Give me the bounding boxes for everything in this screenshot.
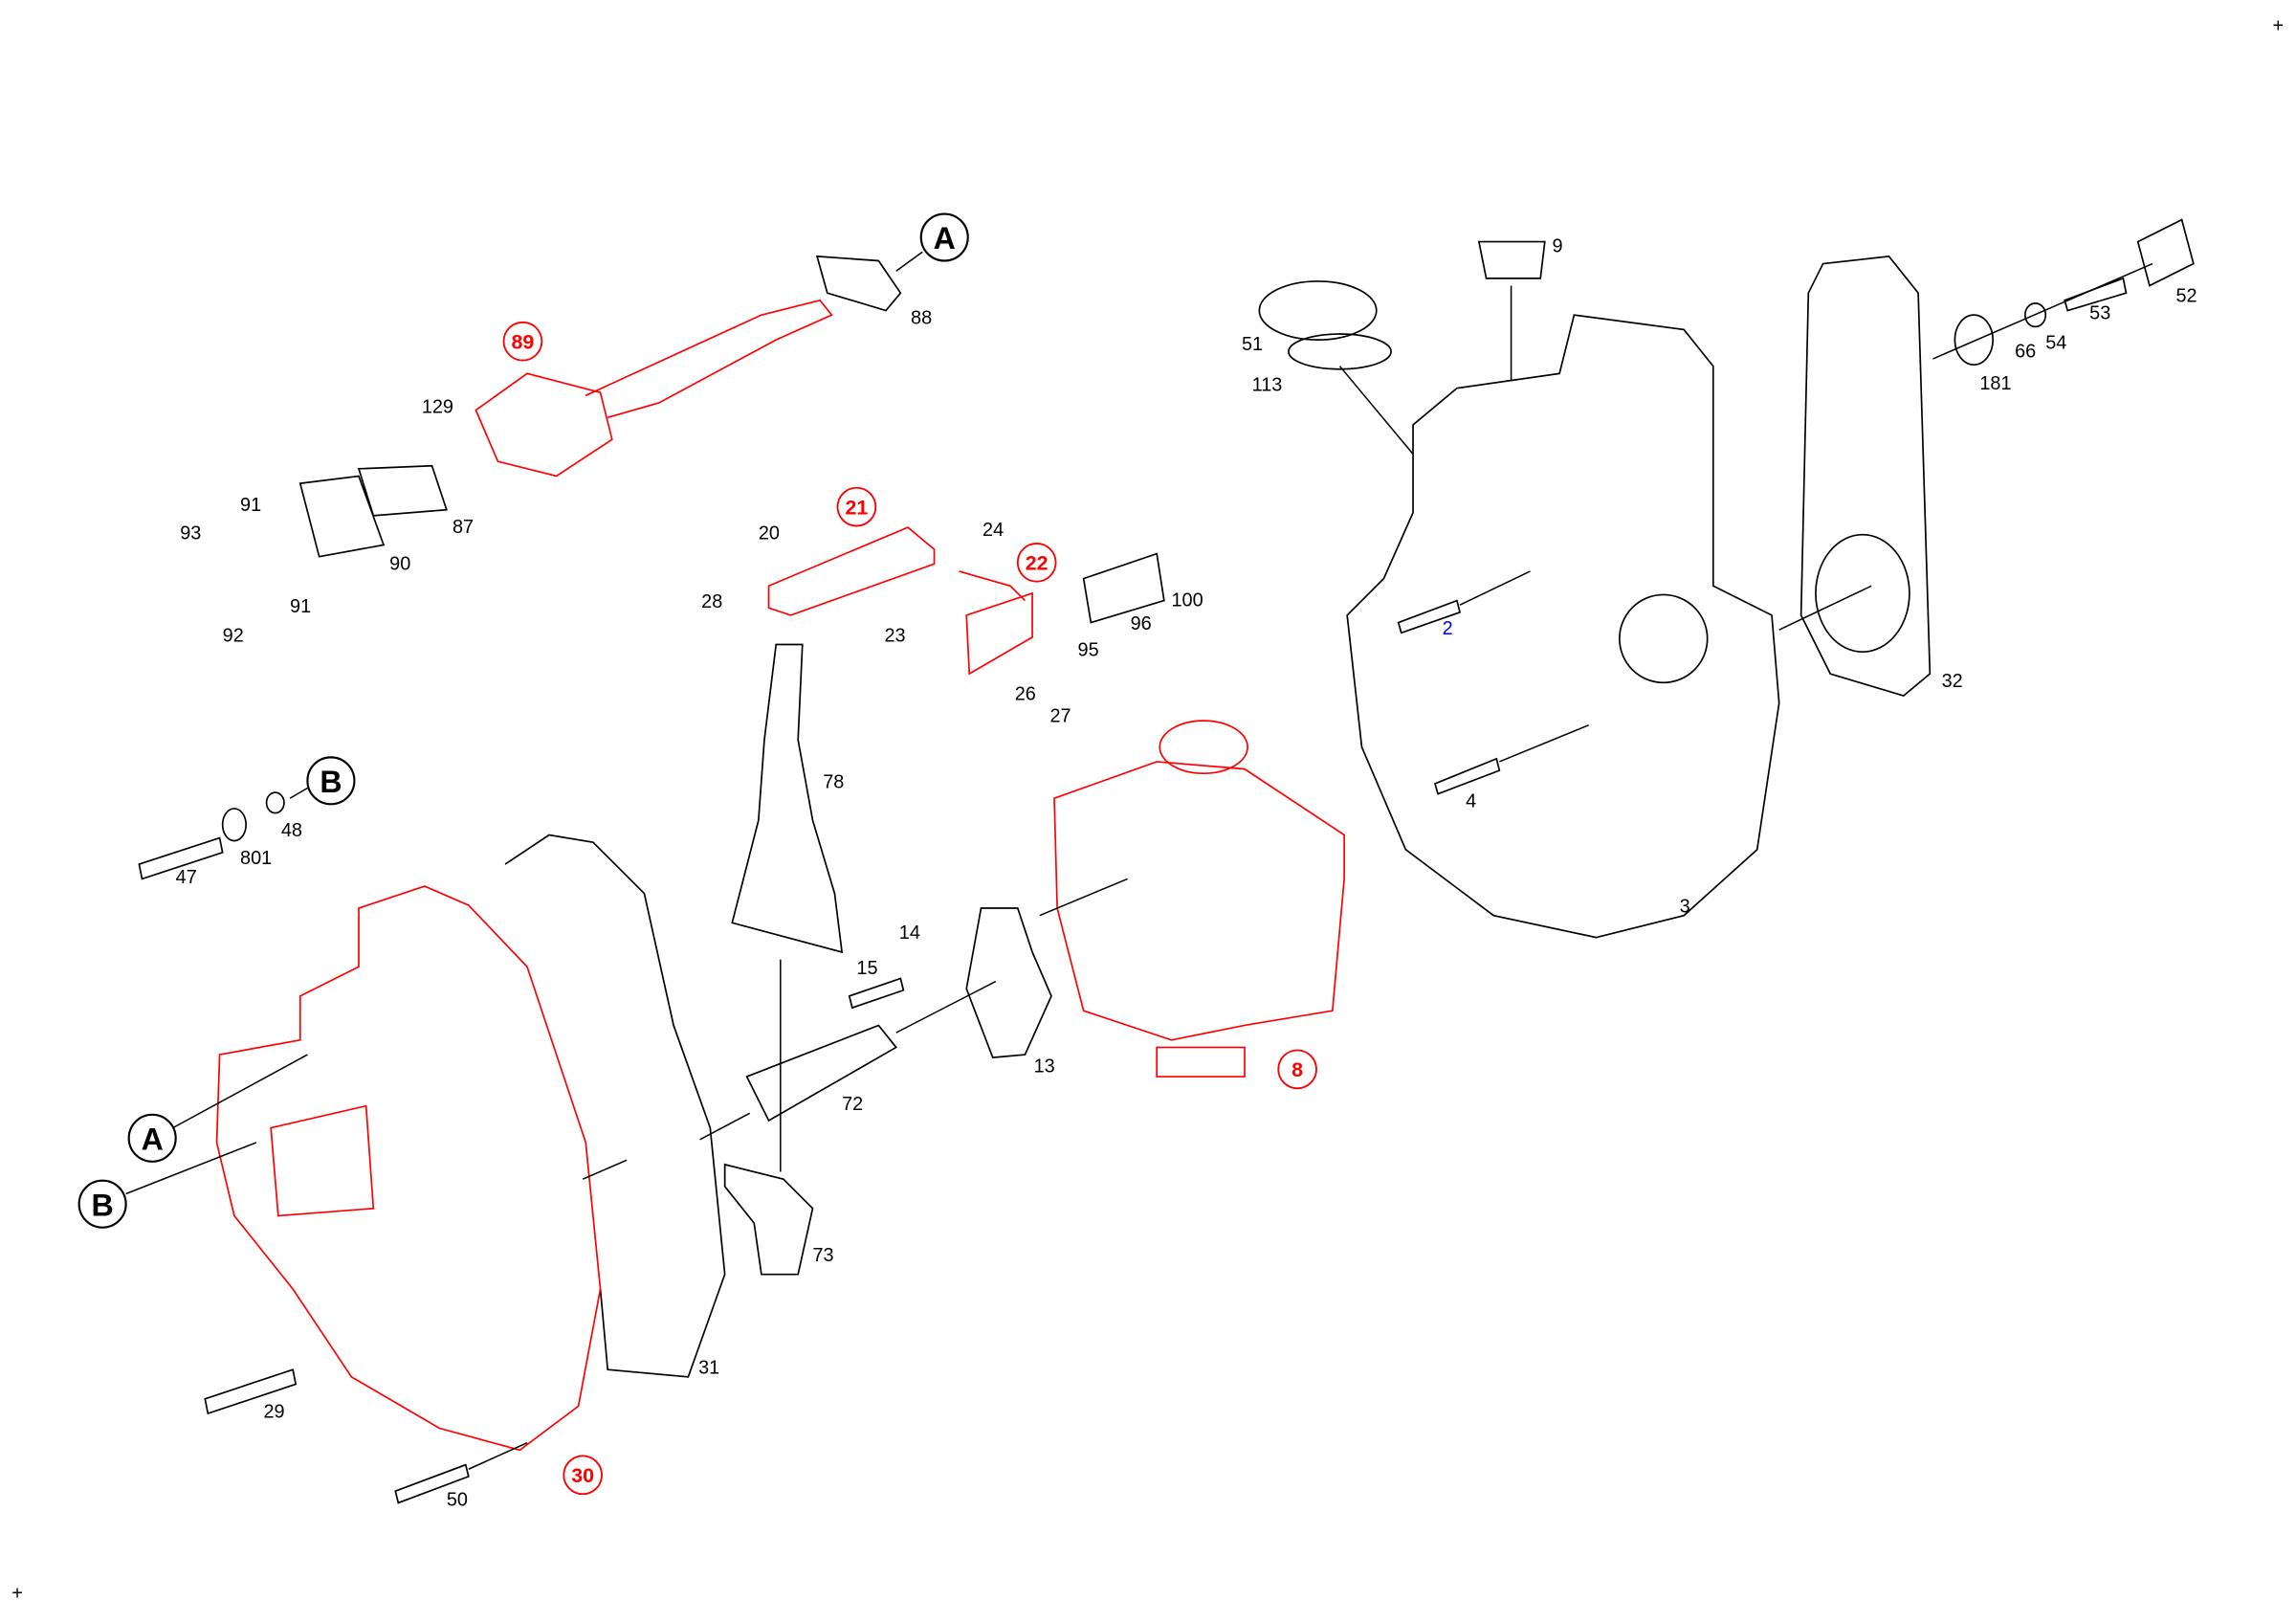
part-label-54[interactable]: 54	[2045, 332, 2066, 353]
part-90-shape[interactable]	[298, 475, 386, 558]
part-labels: 88 129 91 93 87 90 92 91 20 28 24 23 95 …	[176, 235, 2197, 1510]
part-label-31[interactable]: 31	[698, 1358, 719, 1379]
part-label-129[interactable]: 129	[422, 397, 453, 418]
part-73-shape[interactable]	[723, 1163, 814, 1276]
part-96-shape[interactable]	[1082, 552, 1165, 624]
svg-text:B: B	[92, 1188, 114, 1222]
svg-text:A: A	[934, 221, 956, 256]
part-label-88[interactable]: 88	[911, 307, 932, 328]
svg-text:22: 22	[1026, 551, 1049, 574]
part-label-14[interactable]: 14	[899, 923, 920, 944]
part-label-181[interactable]: 181	[1979, 373, 2011, 394]
part-label-73[interactable]: 73	[812, 1245, 833, 1266]
part-78-shape[interactable]	[731, 643, 844, 954]
part-label-13[interactable]: 13	[1034, 1056, 1055, 1077]
svg-text:89: 89	[512, 330, 535, 353]
part-label-91[interactable]: 91	[240, 495, 261, 516]
part-22-shape[interactable]	[959, 570, 1033, 676]
part-label-93[interactable]: 93	[180, 522, 201, 544]
part-3-shape[interactable]	[1346, 314, 1780, 939]
part-32-shape[interactable]	[1799, 256, 1932, 698]
svg-text:8: 8	[1292, 1058, 1303, 1081]
corner-mark-bottom-left: +	[11, 1583, 23, 1604]
part-label-95[interactable]: 95	[1078, 640, 1099, 661]
part-31-shape[interactable]	[504, 834, 726, 1378]
part-label-91b[interactable]: 91	[290, 596, 311, 617]
part-13-shape[interactable]	[965, 907, 1052, 1059]
ref-marker-b-top[interactable]: B	[306, 756, 356, 806]
svg-text:30: 30	[571, 1464, 594, 1487]
ref-marker-a-top[interactable]: A	[919, 212, 969, 262]
part-label-30[interactable]: 30	[563, 1455, 603, 1496]
corner-mark-top-right: +	[2273, 16, 2285, 37]
part-drawings	[125, 218, 2195, 1504]
part-label-92[interactable]: 92	[223, 625, 244, 646]
part-label-51[interactable]: 51	[1242, 334, 1263, 355]
part-label-801[interactable]: 801	[240, 848, 272, 869]
part-label-87[interactable]: 87	[453, 517, 474, 538]
part-label-2-selected[interactable]: 2	[1443, 618, 1453, 639]
part-label-78[interactable]: 78	[823, 772, 844, 793]
part-label-28[interactable]: 28	[701, 591, 722, 612]
part-87-shape[interactable]	[357, 464, 448, 517]
part-label-48[interactable]: 48	[281, 820, 302, 841]
part-label-4[interactable]: 4	[1466, 790, 1476, 812]
part-label-89[interactable]: 89	[502, 321, 543, 362]
part-30-shape[interactable]	[215, 885, 602, 1452]
part-label-100[interactable]: 100	[1171, 590, 1203, 611]
part-label-9[interactable]: 9	[1552, 235, 1562, 256]
part-label-90[interactable]: 90	[389, 553, 410, 574]
part-label-50[interactable]: 50	[447, 1490, 468, 1511]
part-label-8[interactable]: 8	[1277, 1049, 1317, 1090]
part-label-53[interactable]: 53	[2089, 303, 2110, 324]
ref-marker-b-bottom[interactable]: B	[77, 1179, 127, 1229]
part-label-72[interactable]: 72	[842, 1094, 863, 1115]
part-label-3[interactable]: 3	[1680, 897, 1690, 918]
part-88-shape[interactable]	[815, 255, 902, 312]
svg-text:21: 21	[846, 496, 869, 519]
part-label-27[interactable]: 27	[1049, 706, 1071, 727]
part-label-113[interactable]: 113	[1252, 375, 1283, 396]
part-label-24[interactable]: 24	[982, 520, 1004, 541]
part-label-22[interactable]: 22	[1016, 542, 1057, 583]
part-label-32[interactable]: 32	[1942, 671, 1963, 692]
svg-text:B: B	[320, 765, 342, 799]
part-label-47[interactable]: 47	[176, 867, 197, 888]
part-label-26[interactable]: 26	[1015, 684, 1036, 705]
part-89-shape[interactable]	[475, 299, 833, 478]
part-8-shape[interactable]	[1053, 761, 1345, 1041]
ref-marker-a-bottom[interactable]: A	[127, 1113, 177, 1163]
part-21-shape[interactable]	[767, 526, 936, 616]
part-label-20[interactable]: 20	[759, 522, 780, 544]
svg-text:A: A	[142, 1123, 164, 1157]
part-72-shape[interactable]	[745, 1024, 898, 1123]
part-label-66[interactable]: 66	[2015, 342, 2036, 363]
part-label-23[interactable]: 23	[884, 625, 905, 646]
part-label-96[interactable]: 96	[1131, 613, 1152, 634]
part-label-21[interactable]: 21	[836, 486, 877, 527]
part-label-52[interactable]: 52	[2175, 285, 2197, 306]
part-label-15[interactable]: 15	[856, 958, 877, 979]
part-label-29[interactable]: 29	[264, 1402, 285, 1423]
